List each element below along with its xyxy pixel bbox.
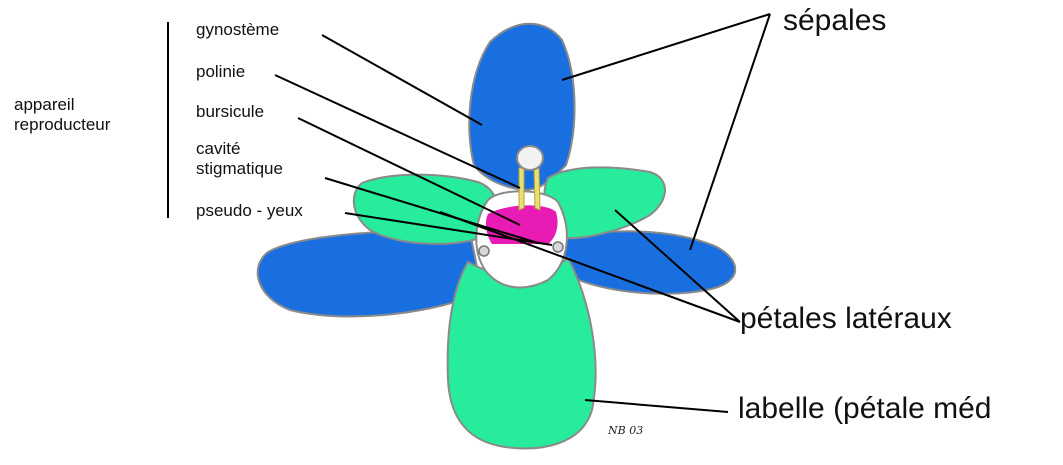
pollinia-left bbox=[519, 168, 524, 210]
label-labelle: labelle (pétale méd bbox=[738, 392, 1063, 427]
label-pseudo-yeux: pseudo - yeux bbox=[196, 201, 303, 221]
label-polinie: polinie bbox=[196, 62, 245, 82]
lateral-sepal-right bbox=[560, 231, 735, 293]
pseudo-eye-right bbox=[553, 242, 563, 252]
leader-sepale-lateral bbox=[690, 14, 770, 250]
pseudo-eye-left bbox=[479, 246, 489, 256]
label-bursicule: bursicule bbox=[196, 102, 264, 122]
label-petales-lateraux: pétales latéraux bbox=[740, 302, 952, 337]
label-cavite-stigmatique: cavité stigmatique bbox=[196, 139, 356, 178]
leader-gynosteme bbox=[322, 35, 482, 125]
pollinia-right bbox=[534, 168, 540, 210]
anther-cap bbox=[517, 146, 543, 170]
label-sepales: sépales bbox=[783, 4, 886, 39]
artist-signature: NB 03 bbox=[608, 424, 643, 437]
label-appareil-line2: reproducteur bbox=[14, 115, 164, 135]
leader-labelle bbox=[585, 400, 728, 412]
label-cavite-line2: stigmatique bbox=[196, 159, 356, 179]
label-appareil-line1: appareil bbox=[14, 95, 164, 115]
label-appareil-reproducteur: appareil reproducteur bbox=[14, 95, 164, 134]
leader-sepale-dorsal bbox=[562, 14, 770, 80]
label-cavite-line1: cavité bbox=[196, 139, 356, 159]
label-gynosteme: gynostème bbox=[196, 20, 279, 40]
